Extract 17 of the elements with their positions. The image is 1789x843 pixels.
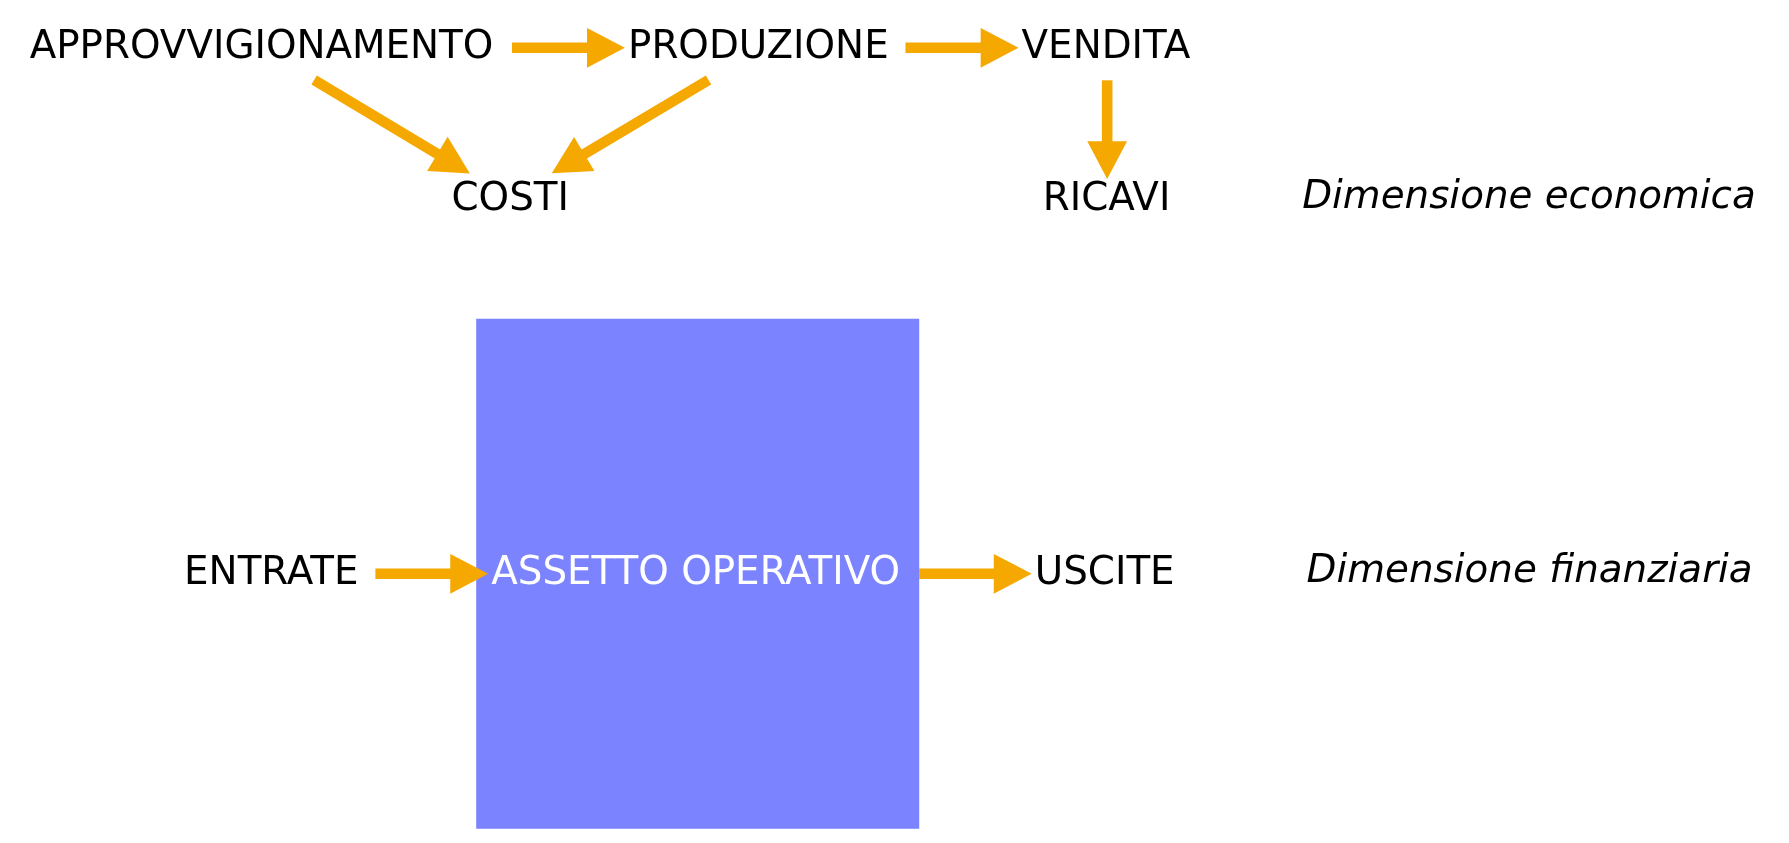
node-text: COSTI (451, 173, 569, 218)
label: Dimensione finanziaria (1306, 545, 1753, 591)
arrow (375, 553, 489, 594)
node-text: PRODUZIONE (627, 21, 889, 67)
arrow (1087, 79, 1128, 179)
arrow (311, 74, 470, 173)
label: Dimensione economica (1302, 171, 1756, 217)
node-text: VENDITA (1021, 21, 1191, 67)
node-box: ASSETTO OPERATIVO (476, 318, 920, 829)
arrow (512, 27, 625, 68)
arrow (551, 74, 712, 173)
node-text: RICAVI (1042, 173, 1171, 218)
node-text: ENTRATE (184, 547, 359, 593)
arrow (919, 553, 1032, 594)
node-text: USCITE (1034, 547, 1175, 593)
arrow (905, 27, 1019, 68)
node-text: APPROVVIGIONAMENTO (29, 21, 494, 67)
